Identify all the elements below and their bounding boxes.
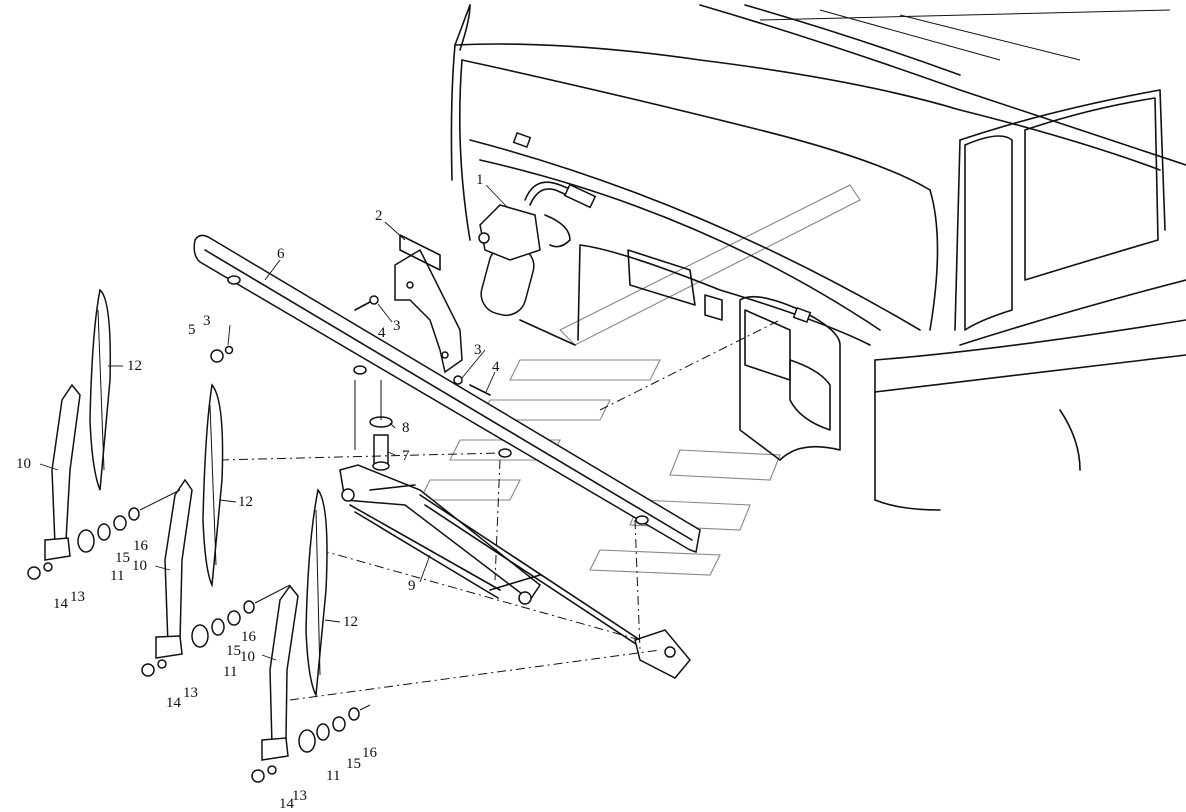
callout-12: 12 [343, 614, 358, 630]
callout-11: 11 [326, 768, 340, 784]
callout-3: 3 [203, 313, 211, 329]
arm-hardware-set-1 [27, 489, 181, 580]
callout-4: 4 [492, 359, 500, 375]
callout-14: 14 [53, 596, 69, 612]
callout-12: 12 [238, 494, 253, 510]
watermark-logo [419, 184, 861, 576]
part-6-cross-bar [193, 234, 701, 553]
callout-6: 6 [277, 246, 285, 262]
callout-13: 13 [183, 685, 198, 701]
leader-lines [39, 184, 509, 661]
callout-4: 4 [378, 325, 386, 341]
callout-3: 3 [474, 342, 482, 358]
callout-14: 14 [166, 695, 182, 711]
truck-cab [450, 4, 1186, 511]
callout-9: 9 [408, 578, 416, 594]
callout-10: 10 [16, 456, 31, 472]
callout-13: 13 [292, 788, 307, 804]
callout-3: 3 [393, 318, 401, 334]
callout-15: 15 [226, 643, 241, 659]
callout-8: 8 [402, 420, 410, 436]
callout-1: 1 [476, 172, 484, 188]
wiper-blades [89, 288, 328, 698]
part-1-wiper-motor [478, 181, 597, 317]
parts-7-8-spindle [354, 380, 393, 471]
callout-15: 15 [115, 550, 130, 566]
arm-hardware-set-3 [251, 704, 371, 783]
callout-16: 16 [133, 538, 149, 554]
callout-labels: 1 2 3 3 3 4 4 5 6 7 8 9 10 10 10 11 11 1… [16, 172, 500, 812]
callout-11: 11 [223, 664, 237, 680]
center-lines [219, 319, 781, 701]
part-2-bracket [394, 234, 463, 374]
callout-11: 11 [110, 568, 124, 584]
callout-10: 10 [240, 649, 255, 665]
callout-10: 10 [132, 558, 147, 574]
callout-16: 16 [241, 629, 257, 645]
callout-2: 2 [375, 208, 383, 224]
wiper-arms [44, 383, 299, 761]
part-9-linkage [339, 464, 691, 679]
callout-5: 5 [188, 322, 196, 338]
arm-hardware-set-2 [141, 584, 291, 677]
callout-14: 14 [279, 796, 295, 812]
fasteners-upper [210, 295, 491, 396]
callout-13: 13 [70, 589, 85, 605]
callout-12: 12 [127, 358, 142, 374]
callout-7: 7 [402, 448, 410, 464]
callout-16: 16 [362, 745, 378, 761]
callout-15: 15 [346, 756, 361, 772]
